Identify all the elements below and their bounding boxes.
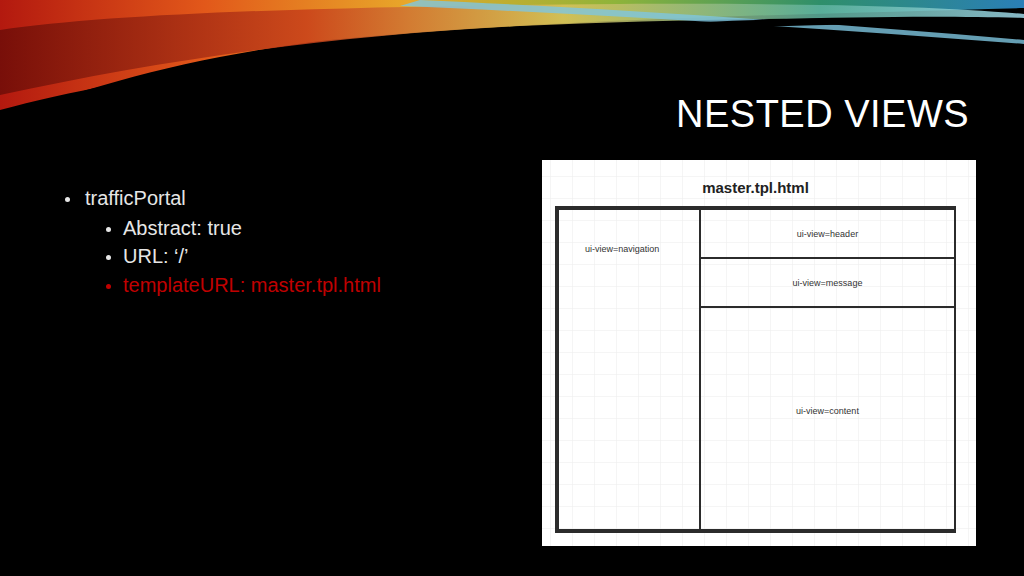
bullet-dot [106,255,111,260]
view-region: ui-view=message [699,257,956,308]
view-region: ui-view=navigation [557,208,701,531]
view-label: ui-view=navigation [585,244,659,254]
sub-bullet-item: URL: ‘/’ [123,245,189,268]
sub-bullet-item: Abstract: true [123,217,242,240]
view-label: ui-view=message [793,278,863,288]
bullet-dot [65,197,70,202]
view-label: ui-view=header [797,229,858,239]
view-region: ui-view=content [699,306,956,531]
view-region: ui-view=header [699,208,956,259]
sub-bullet-item: templateURL: master.tpl.html [123,274,381,297]
template-name: master.tpl.html [702,179,809,196]
bullet-dot [106,227,111,232]
view-label: ui-view=content [796,406,859,416]
template-frame: master.tpl.htmlui-view=navigationui-view… [555,206,956,533]
slide-title: NESTED VIEWS [676,93,969,136]
bullet-item: trafficPortal [85,187,186,210]
bullet-dot [106,284,111,289]
image-panel [542,160,976,546]
grid-background [542,160,976,546]
